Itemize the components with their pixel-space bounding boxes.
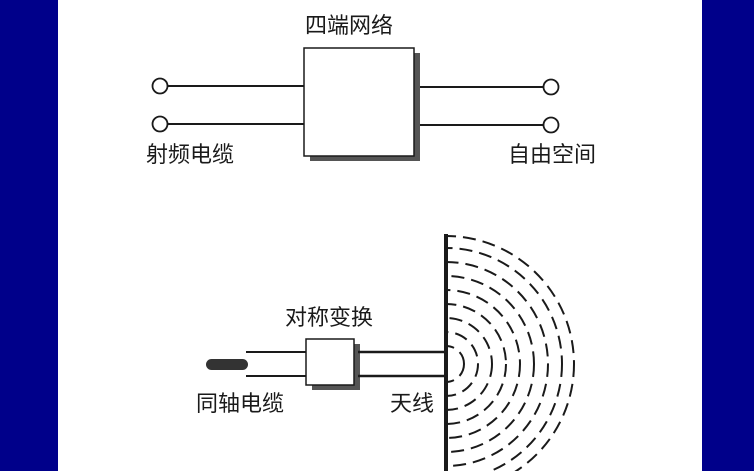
wavefront-4 xyxy=(446,303,507,425)
right-upper-terminal xyxy=(542,78,560,96)
wavefront-8 xyxy=(446,247,563,471)
wavefront-7 xyxy=(446,261,549,467)
balun-box xyxy=(305,338,355,386)
wavefront-1 xyxy=(446,345,465,383)
rf-cable-label: 射频电缆 xyxy=(146,143,235,168)
coax-cable-label: 同轴电缆 xyxy=(196,392,285,417)
wavefront-2 xyxy=(446,331,479,397)
balun-label: 对称变换 xyxy=(285,306,374,331)
left-lower-terminal xyxy=(151,115,169,133)
left-upper-terminal xyxy=(151,77,169,95)
network-box xyxy=(303,47,415,157)
radiation-wavefronts xyxy=(446,235,575,471)
coax-plug xyxy=(206,359,248,370)
four-port-network-diagram xyxy=(151,47,560,161)
free-space-label: 自由空间 xyxy=(508,143,597,168)
network-label: 四端网络 xyxy=(305,14,394,39)
wavefront-3 xyxy=(446,317,493,411)
wavefront-6 xyxy=(446,275,535,453)
right-lower-terminal xyxy=(542,116,560,134)
antenna-label: 天线 xyxy=(390,392,435,417)
balun-antenna-diagram xyxy=(206,234,575,471)
wavefront-9 xyxy=(446,235,575,471)
wavefront-5 xyxy=(446,289,521,439)
